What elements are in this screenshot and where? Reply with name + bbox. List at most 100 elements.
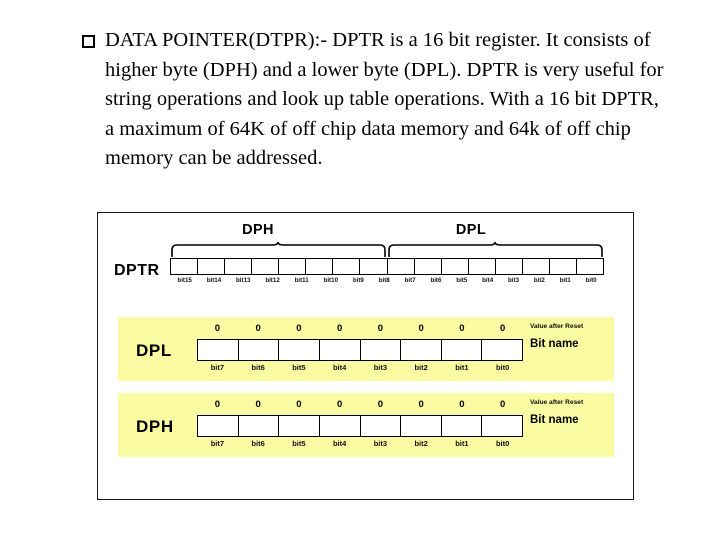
dph-bit-label: bit2: [414, 439, 428, 448]
dpl-bit-label: bit5: [292, 363, 306, 372]
dpl-bit-label: bit6: [251, 363, 265, 372]
dpl-bit-label: bit0: [495, 363, 510, 372]
dptr-bit-cell: [549, 259, 577, 274]
dpl-bit-cell: [279, 340, 320, 360]
dpl-bit-label: bit4: [332, 363, 347, 372]
dptr-bit-label: bit7: [404, 277, 416, 284]
dptr-bit-label: bit6: [430, 277, 442, 284]
dph-bit-label: bit1: [455, 439, 469, 448]
dptr-register-section: DPH DPL DPTR: [98, 213, 635, 303]
dph-bit-cell: [198, 416, 239, 436]
dph-bit-cell: [319, 416, 361, 436]
dpl-reset-value: 0: [499, 323, 506, 334]
dph-bit-cell: [360, 416, 402, 436]
dph-register-name: DPH: [136, 417, 174, 436]
dptr-bit-cell: [441, 259, 469, 274]
dptr-bit-label: bit2: [533, 277, 545, 284]
dpl-reset-value: 0: [377, 323, 384, 334]
dpl-side-labels: Value after Reset Bit name: [530, 321, 614, 350]
bullet-paragraph: DATA POINTER(DTPR):- DPTR is a 16 bit re…: [82, 26, 672, 174]
dph-bit-cell: [401, 416, 442, 436]
group-braces: [170, 242, 604, 258]
dptr-bit-label: bit14: [206, 277, 222, 284]
dph-group-label: DPH: [242, 222, 274, 238]
dph-reset-value: 0: [418, 399, 424, 410]
dptr-bit-label: bit13: [236, 277, 251, 284]
dpl-bit-cell: [482, 340, 522, 360]
dph-value-after-reset-label: Value after Reset: [530, 399, 584, 406]
dptr-bit-label: bit9: [352, 277, 364, 284]
dpl-reset-value: 0: [255, 323, 261, 334]
dptr-label: DPTR: [114, 262, 160, 279]
dpl-bit-cell: [401, 340, 442, 360]
dptr-bit-cell: [495, 259, 523, 274]
dph-bit-labels: bit7 bit6 bit5 bit4 bit3 bit2 bit1 bit0: [197, 439, 523, 451]
bullet-paragraph-text: DATA POINTER(DTPR):- DPTR is a 16 bit re…: [105, 29, 664, 169]
dph-bit-label: bit7: [210, 439, 225, 448]
dpl-value-after-reset-label: Value after Reset: [530, 323, 584, 330]
dpl-bit-cell: [360, 340, 402, 360]
dph-reset-value: 0: [296, 399, 302, 410]
dph-bit-label: bit3: [373, 439, 388, 448]
dph-bit-cell: [279, 416, 320, 436]
dpl-register-block: DPL 0 0 0 0 0 0 0 0 bit7 bit6 bit5 bit4: [118, 317, 614, 381]
dph-bit-label: bit4: [332, 439, 347, 448]
dpl-bit-cell: [198, 340, 239, 360]
dpl-bit-label: bit2: [414, 363, 428, 372]
dptr-bit-cell: [333, 259, 361, 274]
dptr-bit-label: bit11: [294, 277, 309, 284]
dph-bit-name-label: Bit name: [530, 414, 579, 426]
dph-register-block: DPH 0 0 0 0 0 0 0 0 bit7 bit6 bit5 bit4: [118, 393, 614, 457]
dptr-bit-cell: [360, 259, 388, 274]
dptr-bit-cell: [198, 259, 226, 274]
dptr-bit-cell: [468, 259, 496, 274]
dpl-bit-cell: [441, 340, 483, 360]
dph-reset-value: 0: [377, 399, 384, 410]
dpl-group-label: DPL: [455, 222, 487, 238]
dptr-bit-cell: [387, 259, 415, 274]
dptr-bit-cell: [576, 259, 603, 274]
dptr-bit-label: bit15: [177, 277, 192, 284]
dpl-reset-value: 0: [418, 323, 424, 334]
dph-bit-cells: [197, 415, 523, 437]
dph-bit-label: bit5: [292, 439, 306, 448]
dpl-register-name: DPL: [136, 341, 172, 360]
dph-reset-value: 0: [459, 399, 465, 410]
dpl-bit-cells: [197, 339, 523, 361]
dptr-bit-label: bit12: [265, 277, 280, 284]
dptr-bit-label: bit1: [559, 277, 571, 284]
dph-bit-label: bit0: [495, 439, 510, 448]
dph-reset-value: 0: [255, 399, 261, 410]
dpl-bit-name-label: Bit name: [530, 338, 579, 350]
dpl-bit-label: bit7: [210, 363, 225, 372]
dpl-brace-icon: [387, 242, 604, 258]
dptr-bit-cell: [522, 259, 550, 274]
dpl-reset-value: 0: [214, 323, 221, 334]
dpl-reset-values: 0 0 0 0 0 0 0 0: [197, 323, 523, 338]
dptr-bit-label: bit5: [456, 277, 468, 284]
dpl-reset-value: 0: [336, 323, 343, 334]
dpl-bit-label: bit1: [455, 363, 469, 372]
dptr-bit-label: bit10: [323, 277, 339, 284]
dph-reset-value: 0: [336, 399, 343, 410]
dptr-bit-label: bit0: [585, 277, 597, 284]
dpl-bit-labels: bit7 bit6 bit5 bit4 bit3 bit2 bit1 bit0: [197, 363, 523, 375]
dpl-reset-value: 0: [296, 323, 302, 334]
dptr-bit-cell: [414, 259, 442, 274]
dpl-bit-cell: [238, 340, 280, 360]
dph-bit-label: bit6: [251, 439, 265, 448]
dptr-bit-cell: [306, 259, 334, 274]
dptr-bit-label: bit4: [482, 277, 494, 284]
dpl-bit-label: bit3: [373, 363, 388, 372]
dph-bit-cell: [482, 416, 522, 436]
dph-bit-cell: [441, 416, 483, 436]
dph-brace-icon: [170, 242, 387, 258]
dptr-bit-cells: [170, 258, 604, 275]
dptr-bit-cell: [171, 259, 199, 274]
dptr-bit-cell: [225, 259, 253, 274]
dph-reset-value: 0: [214, 399, 221, 410]
dpl-bit-cell: [319, 340, 361, 360]
dptr-bit-cell: [279, 259, 307, 274]
dpl-reset-value: 0: [459, 323, 465, 334]
dph-bit-cell: [238, 416, 280, 436]
